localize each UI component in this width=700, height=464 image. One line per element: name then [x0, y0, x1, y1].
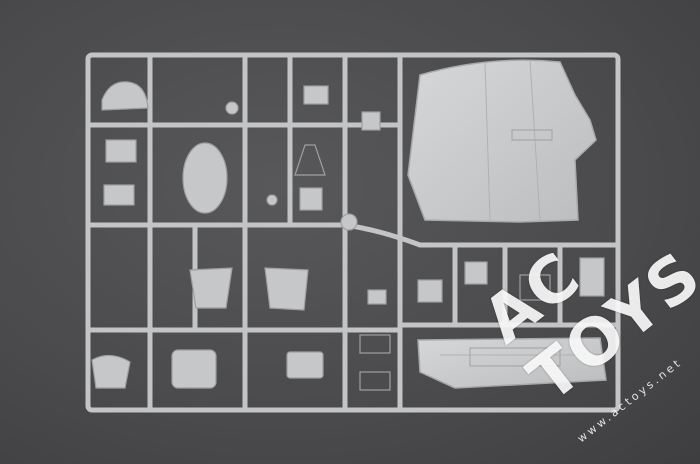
small-parts	[91, 81, 605, 391]
hull-plate-part	[417, 337, 607, 389]
large-panel-part	[407, 59, 597, 223]
sprue-frame	[85, 52, 621, 413]
